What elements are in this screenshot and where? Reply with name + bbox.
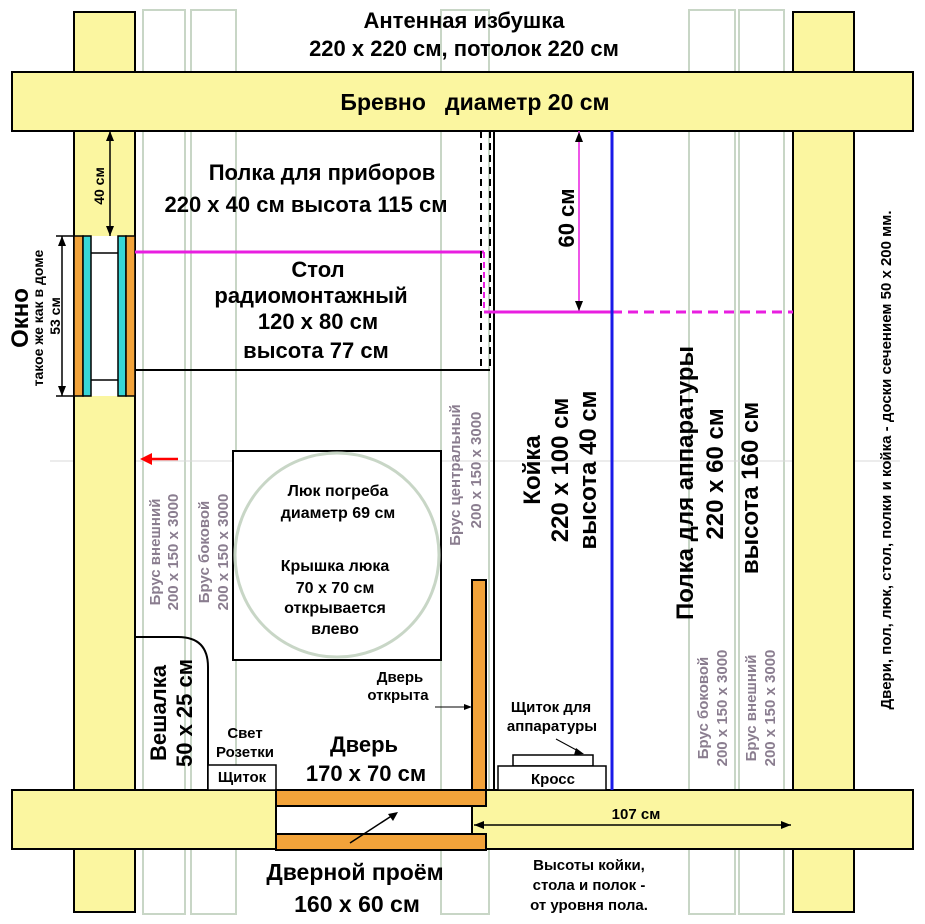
hanger-line-1: Вешалка (146, 664, 171, 761)
window-offset: 40 см (91, 167, 107, 205)
outer-beam-right-section: 200 x 150 x 3000 (762, 650, 779, 767)
side-beam-left-label: Брус боковой (196, 501, 213, 604)
hanger-outline (135, 636, 209, 790)
desk-line-1: Стол (291, 257, 344, 282)
heights-note-line-3: от уровня пола. (530, 897, 648, 914)
open-door-board (471, 579, 487, 791)
hatch-cover (232, 450, 442, 661)
outer-beam-right (738, 9, 785, 915)
door-line-1: Дверь (330, 732, 398, 757)
equipment-shelf-line-2: 220 x 60 см (702, 408, 729, 539)
panel-box (207, 764, 277, 791)
desk-line-3: 120 x 80 см (258, 309, 378, 334)
hatch-circle (233, 451, 441, 659)
door-open-pointer (435, 704, 472, 710)
heights-note-line-2: стола и полок - (533, 877, 646, 894)
hatch-line-5: открывается (284, 600, 386, 617)
instrument-shelf-line-2: 220 x 40 см высота 115 см (164, 192, 447, 217)
window-height: 53 см (47, 297, 63, 335)
hatch-line-2: диаметр 69 см (281, 505, 395, 522)
top-log (11, 71, 914, 132)
distance-label: 107 см (612, 806, 661, 823)
side-beam-right-label: Брус боковой (695, 657, 712, 760)
panel-label: Щиток (218, 769, 267, 786)
bed-line-1: Койка (519, 435, 546, 505)
equipment-panel-line-1: Щиток для (511, 699, 591, 716)
outer-beam-left (142, 9, 186, 915)
central-beam-section: 200 x 150 x 3000 (468, 412, 485, 529)
bed-line-3: высота 40 см (575, 391, 602, 550)
equipment-shelf-line-1: Полка для аппаратуры (672, 346, 699, 620)
door-open-line-1: Дверь (377, 669, 423, 686)
central-beam-label: Брус центральный (447, 404, 464, 546)
outer-beam-right-label: Брус внешний (743, 655, 760, 762)
door-frame-top (275, 789, 487, 807)
doorway (275, 789, 487, 851)
desk-line-2: радиомонтажный (214, 283, 407, 308)
outer-beam-left-section: 200 x 150 x 3000 (165, 494, 182, 611)
title-line-1: Антенная избушка (364, 8, 566, 33)
equipment-shelf-line-3: высота 160 см (737, 402, 764, 574)
left-wall-log (73, 11, 136, 913)
shelf-gap-label: 60 см (554, 188, 579, 247)
side-beam-right-section: 200 x 150 x 3000 (714, 650, 731, 767)
hatch-line-1: Люк погреба (288, 483, 389, 500)
cross-label: Кросс (531, 771, 575, 788)
right-wall-log (792, 11, 855, 913)
side-beam-left-section: 200 x 150 x 3000 (215, 494, 232, 611)
desk-line-4: высота 77 см (243, 338, 389, 363)
shelf-gap-dimension (575, 131, 583, 312)
title-line-2: 220 x 220 см, потолок 220 см (309, 36, 619, 61)
instrument-shelf-line-1: Полка для приборов (209, 160, 436, 185)
window (56, 131, 136, 397)
window-note: такое же как в доме (30, 249, 46, 386)
door-frame-bottom (275, 833, 487, 851)
light-label: Свет (227, 725, 262, 742)
doorway-line-1: Дверной проём (266, 859, 443, 885)
desk-outline (135, 250, 490, 371)
sockets-label: Розетки (216, 744, 274, 761)
heights-note-line-1: Высоты койки, (533, 857, 645, 874)
hatch-line-4: 70 x 70 см (296, 580, 375, 597)
cellar-hatch (232, 450, 442, 661)
log-label: Бревно диаметр 20 см (340, 89, 609, 115)
hanger-line-2: 50 x 25 см (172, 659, 197, 767)
doorway-line-2: 160 x 60 см (294, 891, 420, 917)
door-open-line-2: открыта (367, 687, 429, 704)
door-line-2: 170 x 70 см (306, 761, 426, 786)
equipment-panel-line-2: аппаратуры (507, 718, 597, 735)
arrow-icon (140, 453, 178, 465)
distance-dimension (474, 821, 791, 829)
shelf-boundary (480, 131, 495, 790)
equipment-panel (497, 738, 607, 791)
window-title: Окно (7, 288, 34, 348)
beam-guides (142, 9, 785, 915)
materials-note: Двери, пол, люк, стол, полки и койка - д… (878, 210, 895, 709)
bed-line-2: 220 x 100 см (547, 398, 574, 543)
hatch-line-6: влево (311, 621, 359, 638)
hatch-line-3: Крышка люка (281, 558, 390, 575)
outer-beam-left-label: Брус внешний (147, 499, 164, 606)
side-beam-right (688, 9, 736, 915)
